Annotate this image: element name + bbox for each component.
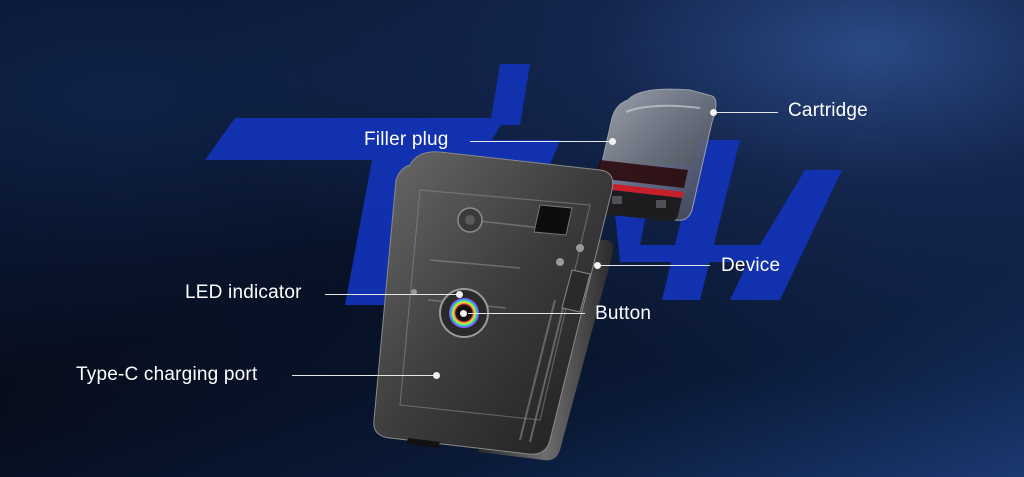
device-anchor-dot — [594, 262, 601, 269]
device-label: Device — [721, 255, 781, 276]
type-c-port-leader-line — [292, 375, 434, 376]
filler-plug-label: Filler plug — [364, 129, 449, 150]
cartridge-label: Cartridge — [788, 100, 868, 121]
button-leader-line — [468, 313, 585, 314]
led-indicator-leader-line — [325, 294, 457, 295]
cartridge-pod — [593, 88, 717, 222]
type-c-port-anchor-dot — [433, 372, 440, 379]
device-leader-line — [600, 265, 710, 266]
led-indicator-anchor-dot — [456, 291, 463, 298]
type-c-port-slot — [406, 438, 440, 448]
button-label: Button — [595, 303, 652, 324]
cartridge-anchor-dot — [710, 109, 717, 116]
filler-plug-leader-line — [470, 141, 610, 142]
led-indicator-label: LED indicator — [185, 282, 302, 303]
button-anchor-dot — [460, 310, 467, 317]
cartridge-leader-line — [716, 112, 778, 113]
filler-plug-anchor-dot — [609, 138, 616, 145]
device-body — [373, 151, 614, 461]
type-c-port-label: Type-C charging port — [76, 364, 258, 385]
